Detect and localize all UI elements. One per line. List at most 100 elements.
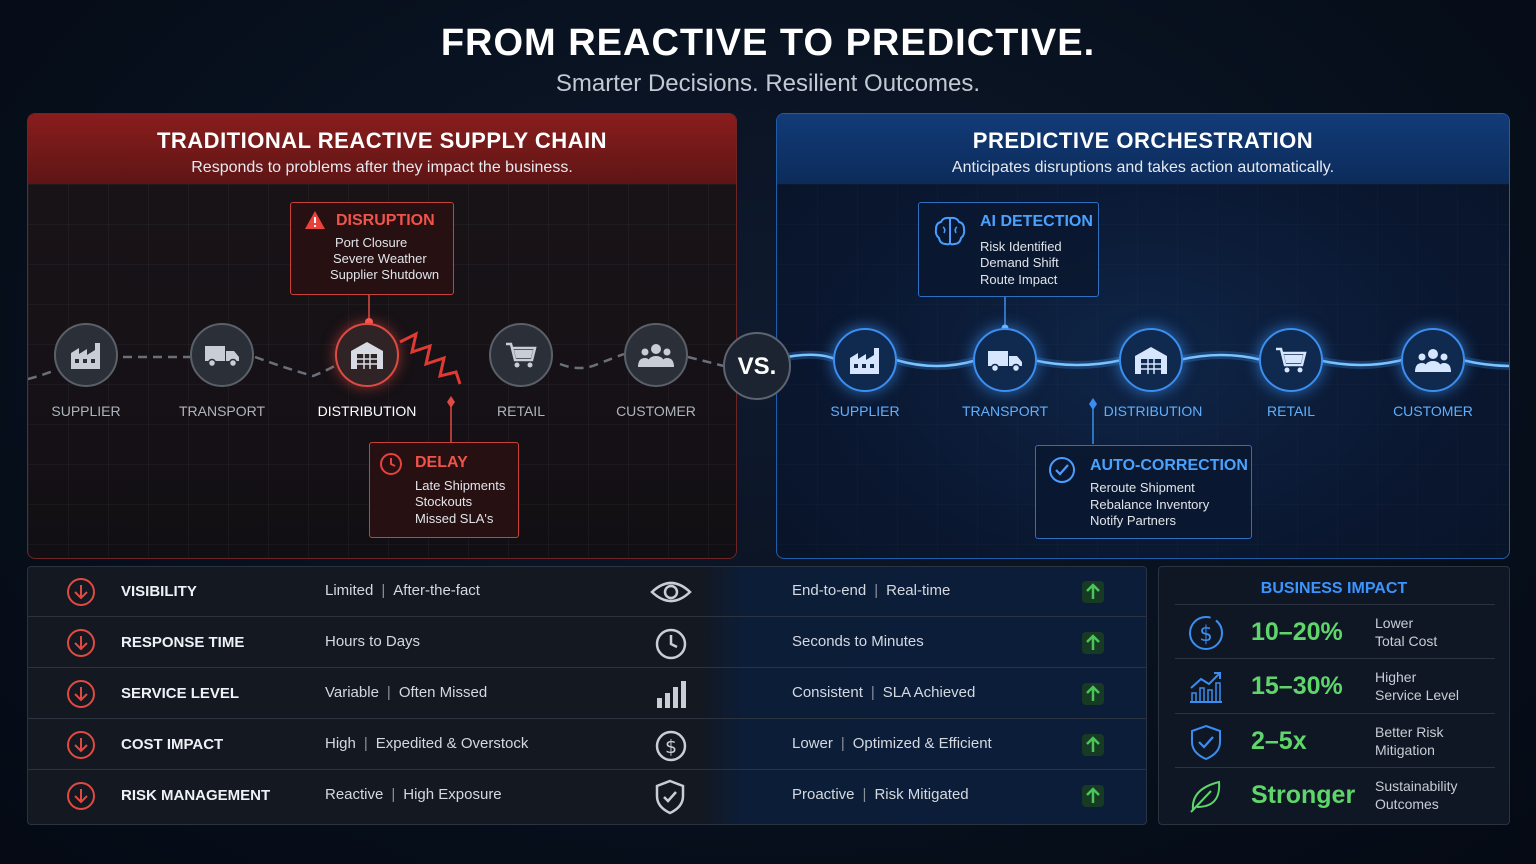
- table-row: COST IMPACT High|Expedited & Overstock $…: [28, 720, 1146, 770]
- divider: |: [363, 735, 368, 752]
- warehouse-icon: [351, 342, 383, 369]
- comparison-table: VISIBILITY Limited | After-the-fact End-to…: [27, 566, 1147, 825]
- node-label-supplier: SUPPLIER: [830, 403, 900, 419]
- predictive-panel-title: PREDICTIVE ORCHESTRATION: [972, 128, 1314, 153]
- vs-label: VS.: [737, 353, 777, 380]
- before-text: After-the-fact: [393, 582, 480, 599]
- after-text: Proactive: [792, 786, 855, 803]
- svg-text:$: $: [665, 736, 677, 758]
- node-label-distribution: DISTRIBUTION: [317, 403, 417, 419]
- divider: |: [840, 735, 845, 752]
- brain-icon: [934, 216, 966, 246]
- arrow-down-icon: [67, 629, 95, 657]
- before-text: Limited: [325, 582, 374, 599]
- after-text: End-to-end: [792, 582, 867, 599]
- node-label-retail: RETAIL: [497, 403, 545, 419]
- node-label-transport: TRANSPORT: [961, 403, 1049, 419]
- auto-correction-callout: AUTO-CORRECTION Reroute Shipment Rebalan…: [1035, 445, 1252, 539]
- metric-label: VISIBILITY: [121, 583, 197, 600]
- impact-value: 2–5x: [1251, 727, 1307, 755]
- check-circle-icon: [1049, 457, 1075, 483]
- warehouse-icon: [1135, 347, 1167, 374]
- node-transport: [190, 323, 254, 387]
- impact-desc: Higher: [1375, 669, 1417, 685]
- reactive-panel-header: TRADITIONAL REACTIVE SUPPLY CHAIN Respon…: [28, 114, 736, 184]
- business-impact-title: BUSINESS IMPACT: [1260, 580, 1408, 597]
- after-text: Consistent: [792, 684, 863, 701]
- auto-correction-line: Reroute Shipment: [1090, 480, 1195, 495]
- auto-correction-title: AUTO-CORRECTION: [1090, 457, 1248, 474]
- after-text: Risk Mitigated: [874, 786, 969, 803]
- impact-desc: Lower: [1375, 615, 1414, 631]
- disruption-line: Supplier Shutdown: [330, 267, 440, 282]
- table-row: SERVICE LEVEL Variable|Often Missed Cons…: [28, 669, 1146, 719]
- arrow-up-icon: [1082, 683, 1104, 705]
- shield-check-icon: [1191, 724, 1221, 761]
- node-customer: [624, 323, 688, 387]
- divider: |: [874, 582, 879, 599]
- after-value: Lower|Optimized & Efficient: [792, 735, 992, 752]
- divider: |: [870, 684, 875, 701]
- auto-correction-line: Notify Partners: [1090, 513, 1176, 528]
- node-retail: [489, 323, 553, 387]
- bar-chart-icon: [657, 681, 686, 708]
- ai-detection-line: Risk Identified: [980, 239, 1062, 254]
- delay-line: Missed SLA's: [415, 511, 494, 526]
- arrow-down-icon: [67, 731, 95, 759]
- table-row: VISIBILITY Limited | After-the-fact End-to…: [28, 567, 1146, 617]
- divider: |: [386, 684, 391, 701]
- metric-label: RESPONSE TIME: [121, 634, 245, 651]
- node-retail: [1259, 328, 1323, 392]
- arrow-down-icon: [67, 680, 95, 708]
- impact-desc: Total Cost: [1375, 633, 1438, 649]
- leaf-icon: [1190, 780, 1221, 813]
- node-transport: [973, 328, 1037, 392]
- arrow-up-icon: [1082, 734, 1104, 756]
- before-text: High Exposure: [403, 786, 502, 803]
- ai-detection-line: Demand Shift: [980, 255, 1059, 270]
- before-text: Often Missed: [398, 684, 488, 701]
- disruption-callout: DISRUPTION Port Closure Severe Weather S…: [290, 202, 454, 295]
- arrow-up-icon: [1082, 785, 1104, 807]
- disruption-title: DISRUPTION: [336, 212, 435, 229]
- ai-detection-line: Route Impact: [980, 272, 1058, 287]
- predictive-panel-header: PREDICTIVE ORCHESTRATION Anticipates dis…: [777, 114, 1509, 184]
- factory-icon: [71, 343, 100, 369]
- warning-icon: [305, 211, 325, 229]
- shield-check-icon: [655, 779, 685, 815]
- svg-text:$: $: [1199, 622, 1212, 646]
- reactive-panel-title: TRADITIONAL REACTIVE SUPPLY CHAIN: [156, 128, 608, 153]
- node-supplier: [54, 323, 118, 387]
- after-text: Optimized & Efficient: [852, 735, 992, 752]
- business-impact-panel: BUSINESS IMPACT $ 10–20% Lower Total Cos…: [1158, 566, 1510, 825]
- impact-item: $ 10–20% Lower Total Cost: [1175, 604, 1495, 658]
- trend-up-icon: [1190, 672, 1222, 703]
- after-value: Proactive | Risk Mitigated: [792, 786, 969, 803]
- delay-callout: DELAY Late Shipments Stockouts Missed SL…: [369, 442, 519, 538]
- reactive-flow-line: [28, 294, 725, 442]
- before-text: Hours to Days: [325, 633, 421, 650]
- dollar-icon: $: [1189, 616, 1223, 650]
- arrow-up-icon: [1082, 632, 1104, 654]
- predictive-panel: PREDICTIVE ORCHESTRATION Anticipates dis…: [776, 113, 1510, 559]
- after-text: Real-time: [886, 582, 951, 599]
- after-value: End-to-end | Real-time: [792, 582, 950, 599]
- divider: |: [862, 786, 867, 803]
- disruption-line: Severe Weather: [333, 251, 427, 266]
- predictive-panel-subtitle: Anticipates disruptions and takes action…: [951, 159, 1335, 176]
- eye-icon: [650, 581, 692, 603]
- dollar-icon: $: [655, 730, 687, 762]
- impact-value: 15–30%: [1251, 672, 1343, 700]
- after-value: Consistent|SLA Achieved: [792, 684, 975, 701]
- table-row: RESPONSE TIME Hours to Days Seconds to M…: [28, 618, 1146, 668]
- impact-desc: Mitigation: [1375, 742, 1435, 758]
- before-value: High|Expedited & Overstock: [325, 735, 528, 752]
- node-label-transport: TRANSPORT: [178, 403, 266, 419]
- delay-line: Late Shipments: [415, 478, 506, 493]
- people-icon: [638, 344, 674, 367]
- before-value: Hours to Days: [325, 633, 420, 650]
- impact-value: 10–20%: [1251, 618, 1343, 646]
- reactive-panel: TRADITIONAL REACTIVE SUPPLY CHAIN Respon…: [27, 113, 737, 559]
- impact-desc: Outcomes: [1375, 796, 1439, 812]
- factory-icon: [850, 348, 879, 374]
